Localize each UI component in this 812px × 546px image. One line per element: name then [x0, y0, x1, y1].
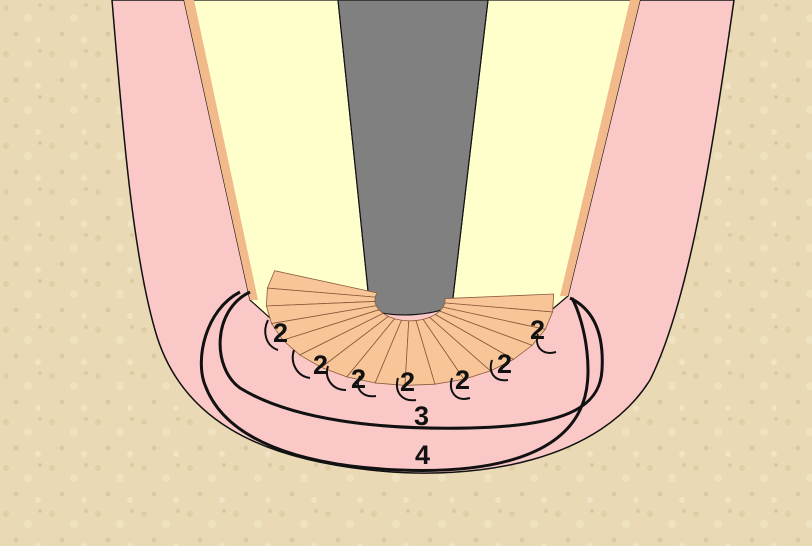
label-2e: 2: [455, 365, 470, 395]
label-2g: 2: [530, 315, 545, 345]
label-2d: 2: [400, 367, 415, 397]
label-2b: 2: [313, 350, 328, 380]
label-4: 4: [415, 440, 430, 470]
label-2a: 2: [273, 318, 288, 348]
label-3: 3: [414, 401, 429, 431]
label-2f: 2: [497, 349, 512, 379]
label-2c: 2: [351, 364, 366, 394]
